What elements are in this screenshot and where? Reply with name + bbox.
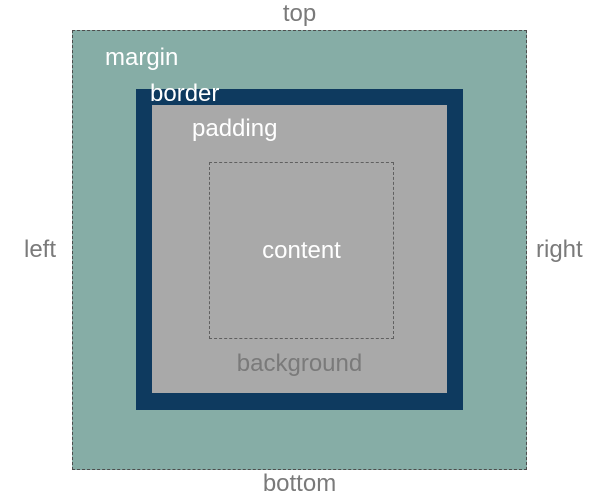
label-background: background: [236, 350, 363, 377]
label-content: content: [262, 236, 341, 264]
label-bottom: bottom: [262, 470, 337, 497]
padding-area: [152, 105, 447, 393]
label-top: top: [282, 0, 317, 27]
label-padding: padding: [192, 115, 278, 142]
content-area: content: [209, 162, 394, 339]
label-left: left: [23, 236, 56, 263]
label-border: border: [150, 80, 220, 107]
label-margin: margin: [105, 44, 179, 71]
label-right: right: [536, 236, 583, 263]
